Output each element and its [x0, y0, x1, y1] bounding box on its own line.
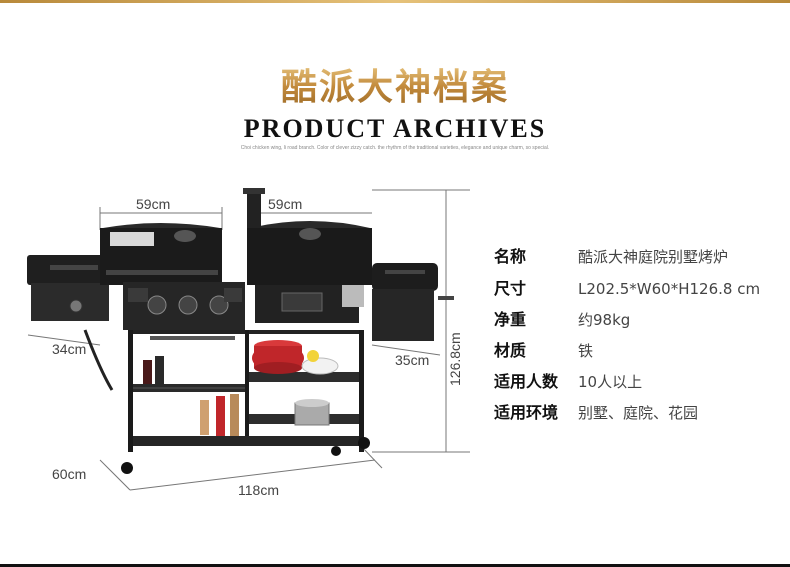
dim-right-chamber: 59cm	[268, 196, 302, 212]
spec-label: 适用人数	[494, 372, 559, 391]
spec-value: 10人以上	[578, 373, 643, 391]
grill-body	[27, 188, 454, 474]
spec-value: 别墅、庭院、花园	[578, 404, 699, 422]
spec-label: 净重	[494, 310, 527, 329]
dim-total-width: 118cm	[238, 482, 279, 498]
dim-side-burner: 34cm	[52, 341, 86, 357]
spec-label: 名称	[494, 247, 527, 266]
spec-label: 适用环境	[494, 403, 559, 422]
page-title-en: PRODUCT ARCHIVES	[243, 114, 547, 143]
spec-value: 约98kg	[578, 311, 631, 329]
dim-height: 126.8cm	[447, 332, 463, 386]
spec-value: 铁	[578, 342, 594, 360]
spec-label: 尺寸	[494, 279, 527, 298]
dim-depth: 60cm	[52, 466, 86, 482]
dimension-lines	[27, 189, 470, 491]
spec-label: 材质	[494, 341, 527, 360]
tagline: Choi chicken wing, li road branch. Color…	[240, 145, 550, 151]
dim-firebox: 35cm	[395, 352, 429, 368]
page-title-cn: 酷派大神档案	[0, 58, 790, 110]
spec-value: L202.5*W60*H126.8 cm	[578, 280, 761, 298]
dim-left-chamber: 59cm	[136, 196, 170, 212]
spec-value: 酷派大神庭院别墅烤炉	[578, 248, 729, 266]
bottom-rule	[0, 564, 790, 567]
top-gold-rule	[0, 0, 790, 3]
